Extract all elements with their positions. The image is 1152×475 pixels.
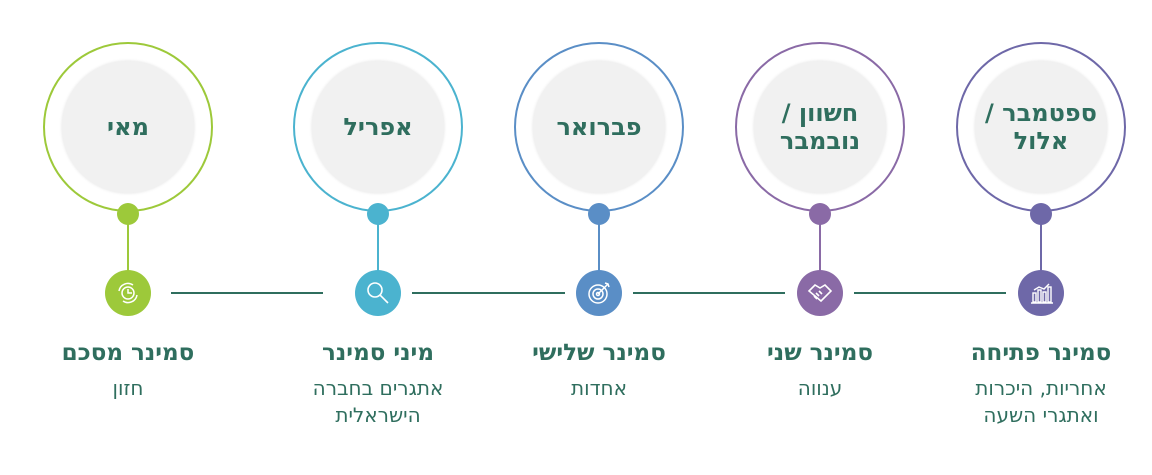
seminar-subtitle: ענווה	[797, 376, 843, 400]
search-icon	[355, 270, 401, 316]
month-label: מאי	[62, 61, 194, 193]
connector-dot	[588, 203, 610, 225]
seminar-title: סמינר שלישי	[532, 340, 666, 366]
stem-line	[127, 214, 129, 272]
seminar-subtitle: אתגרים בחברה הישראלית	[312, 376, 444, 427]
month-circle: חשוון / נובמבר	[735, 42, 905, 212]
timeline-connector	[633, 292, 785, 294]
seminar-subtitle: אחדות	[571, 376, 627, 400]
timeline-connector	[412, 292, 565, 294]
stem-line	[598, 214, 600, 272]
seminar-subtitle: אחריות, היכרות ואתגרי השעה	[975, 376, 1107, 427]
seminar-title: מיני סמינר	[322, 340, 434, 366]
seminar-subtitle: חזון	[112, 376, 144, 400]
month-circle: פברואר	[514, 42, 684, 212]
timeline-connector	[171, 292, 323, 294]
seminar-title: סמינר מסכם	[61, 340, 195, 366]
connector-dot	[367, 203, 389, 225]
handshake-icon	[797, 270, 843, 316]
month-label: חשוון / נובמבר	[754, 61, 886, 193]
month-circle: מאי	[43, 42, 213, 212]
stem-line	[1040, 214, 1042, 272]
connector-dot	[809, 203, 831, 225]
stem-line	[377, 214, 379, 272]
connector-dot	[1030, 203, 1052, 225]
seminar-title: סמינר פתיחה	[970, 340, 1112, 366]
month-label: פברואר	[533, 61, 665, 193]
stem-line	[819, 214, 821, 272]
clock-cycle-icon	[105, 270, 151, 316]
month-label: ספטמבר / אלול	[975, 61, 1107, 193]
target-icon	[576, 270, 622, 316]
month-label: אפריל	[312, 61, 444, 193]
timeline-connector	[854, 292, 1006, 294]
month-circle: אפריל	[293, 42, 463, 212]
connector-dot	[117, 203, 139, 225]
chart-icon	[1018, 270, 1064, 316]
seminar-title: סמינר שני	[767, 340, 873, 366]
month-circle: ספטמבר / אלול	[956, 42, 1126, 212]
